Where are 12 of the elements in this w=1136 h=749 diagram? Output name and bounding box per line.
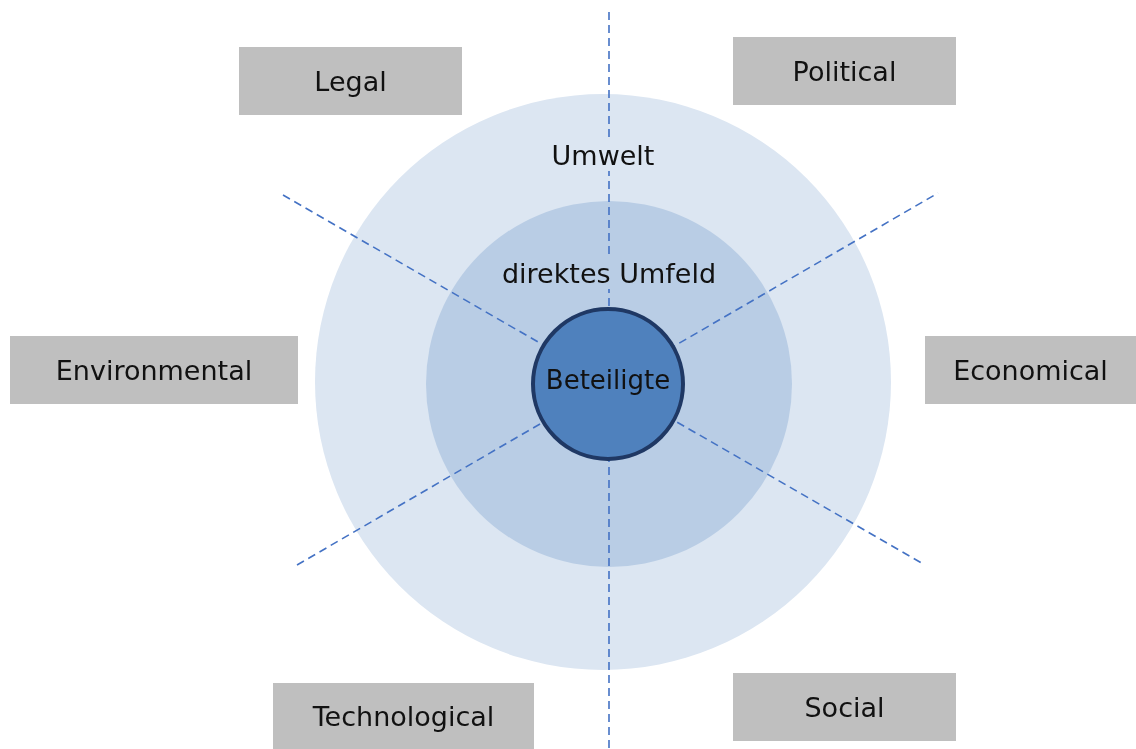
category-label: Technological [312,700,495,732]
category-label: Legal [314,65,387,97]
category-label: Environmental [55,354,253,386]
category-box [10,336,298,404]
category-label: Social [804,691,885,723]
category-box [925,336,1136,404]
category-box [733,673,956,741]
category-label: Political [792,55,897,87]
category-box [733,37,956,105]
category-box [273,683,534,749]
category-label: Economical [953,354,1108,386]
category-box [239,47,462,115]
